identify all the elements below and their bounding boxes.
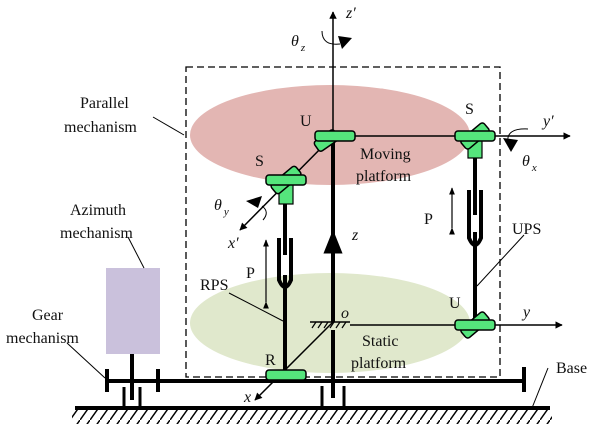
- gear-mechanism: [105, 354, 160, 408]
- moving-platform-label-2: platform: [356, 168, 412, 185]
- gear-label-1: Gear: [32, 307, 64, 324]
- gear-label-2: mechanism: [6, 330, 79, 347]
- y-label: y: [521, 304, 531, 321]
- prismatic-left-label: P: [246, 265, 255, 282]
- z-prime-label: z′: [345, 5, 356, 22]
- parallel-mechanism-label-2: mechanism: [64, 119, 137, 136]
- prismatic-right-label: P: [424, 211, 433, 228]
- static-platform-label-2: platform: [351, 355, 407, 372]
- theta-y-arrowhead: [246, 196, 262, 208]
- moving-platform-label-1: Moving: [360, 146, 411, 163]
- s-joint-left: [265, 165, 307, 205]
- s-joint-top-right: [454, 122, 496, 159]
- joint-r-label: R: [265, 352, 276, 369]
- static-platform-label-1: Static: [362, 333, 398, 350]
- joint-s-top-right-label: S: [465, 101, 474, 118]
- parallel-mechanism-boundary: [185, 66, 501, 378]
- x-label: x: [243, 389, 251, 406]
- ups-prismatic-cylinder: [467, 190, 483, 255]
- parallel-mechanism-label-1: Parallel: [80, 95, 129, 112]
- base-leader: [531, 367, 549, 409]
- u-joint-bottom: [454, 311, 496, 339]
- rps-leader: [228, 292, 284, 322]
- origin-label: o: [341, 305, 349, 322]
- r-joint: [265, 369, 307, 381]
- ups-leader: [476, 234, 525, 287]
- z-label: z: [351, 227, 359, 244]
- joint-s-left-label: S: [255, 153, 264, 170]
- theta-x-arrowhead: [503, 138, 518, 152]
- rps-prismatic-cylinder: [277, 238, 293, 372]
- base-label: Base: [556, 360, 587, 377]
- joint-u-bottom-label: U: [449, 295, 461, 312]
- gear-leader: [66, 342, 106, 379]
- azimuth-label-1: Azimuth: [70, 202, 126, 219]
- joint-u-top-label: U: [300, 113, 312, 130]
- origin-ground-mark: [310, 321, 350, 329]
- x-prime-label: x′: [227, 235, 239, 252]
- x-axis: [254, 321, 334, 401]
- y-prime-label: y′: [541, 113, 554, 130]
- u-joint-top: [313, 129, 356, 152]
- theta-z-arrowhead: [338, 36, 352, 49]
- rps-label: RPS: [200, 277, 228, 294]
- ups-label: UPS: [512, 221, 541, 238]
- azimuth-mechanism-block: [106, 268, 160, 354]
- azimuth-leader: [127, 236, 145, 269]
- static-platform: [190, 273, 470, 373]
- center-support: [320, 330, 346, 408]
- theta-z-rotation-arrow: [321, 30, 341, 45]
- parallel-mechanism-leader: [152, 116, 185, 136]
- azimuth-label-2: mechanism: [60, 225, 133, 242]
- theta-y-rotation-arrow: [261, 205, 267, 221]
- ground-hatching: [72, 408, 552, 424]
